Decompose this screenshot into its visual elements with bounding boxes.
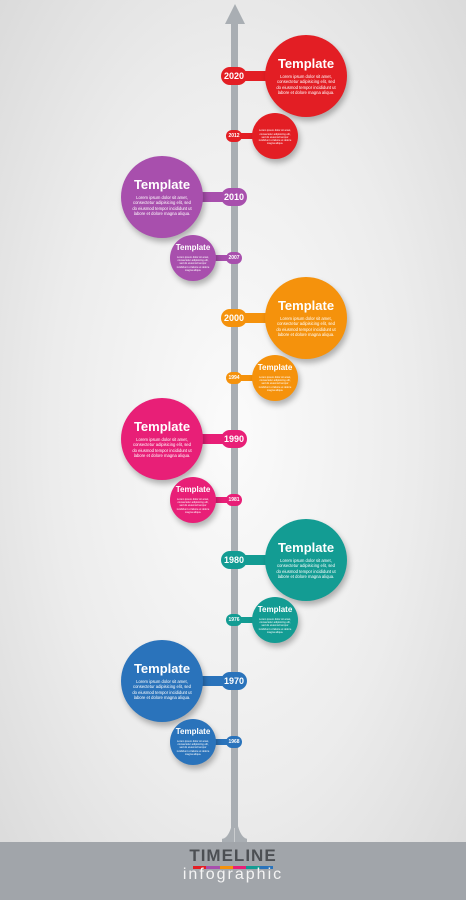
bubble-body-text: Lorem ipsum dolor sit amet, consectetur … — [132, 679, 192, 700]
year-pill: 2000 — [221, 309, 247, 327]
timeline-bubble: Lorem ipsum dolor sit amet, consectetur … — [252, 113, 298, 159]
year-pill: 2012 — [226, 130, 242, 142]
connector-stem — [234, 71, 269, 81]
footer-stripe-segment — [219, 866, 233, 869]
connector-stem — [199, 434, 234, 444]
bubble-title: Template — [133, 418, 191, 434]
timeline-spine — [231, 22, 238, 828]
bubble-title: Template — [277, 539, 335, 555]
bubble-title: Template — [277, 297, 335, 313]
bubble-body-text: Lorem ipsum dolor sit amet, consectetur … — [176, 497, 210, 514]
bubble-title: Template — [133, 660, 191, 676]
bubble-body-text: Lorem ipsum dolor sit amet, consectetur … — [132, 195, 192, 216]
footer-title: TIMELINE — [189, 846, 277, 865]
bubble-title: Template — [257, 605, 293, 615]
timeline-spine-base — [222, 812, 247, 842]
bubble-title: Template — [175, 485, 211, 495]
year-pill: 2020 — [221, 67, 247, 85]
timeline-arrow-head-icon — [225, 4, 245, 24]
bubble-title: Template — [133, 176, 191, 192]
footer-stripe-segment — [232, 866, 247, 869]
connector-stem — [212, 497, 234, 503]
year-pill: 1976 — [226, 614, 242, 626]
bubble-body-text: Lorem ipsum dolor sit amet, consectetur … — [276, 316, 336, 337]
footer-bar — [0, 842, 466, 900]
year-pill: 1970 — [221, 672, 247, 690]
footer-color-stripe — [193, 866, 273, 869]
bubble-body-text: Lorem ipsum dolor sit amet, consectetur … — [276, 74, 336, 95]
bubble-body-text: Lorem ipsum dolor sit amet, consectetur … — [132, 437, 192, 458]
bubble-title: Template — [175, 243, 211, 253]
bubble-title: Template — [257, 363, 293, 373]
bubble-title: Template — [175, 727, 211, 737]
connector-stem — [234, 555, 269, 565]
footer-stripe-segment — [206, 866, 220, 869]
footer-stripe-segment — [246, 866, 260, 869]
year-pill: 1980 — [221, 551, 247, 569]
connector-stem — [234, 375, 256, 381]
bubble-title: Template — [277, 55, 335, 71]
connector-stem — [199, 676, 234, 686]
bubble-body-text: Lorem ipsum dolor sit amet, consectetur … — [258, 375, 292, 392]
year-pill: 2007 — [226, 252, 242, 264]
bubble-body-text: Lorem ipsum dolor sit amet, consectetur … — [258, 129, 292, 146]
bubble-body-text: Lorem ipsum dolor sit amet, consectetur … — [276, 558, 336, 579]
footer-stripe-segment — [259, 866, 273, 869]
bubble-body-text: Lorem ipsum dolor sit amet, consectetur … — [176, 255, 210, 272]
connector-stem — [234, 313, 269, 323]
connector-stem — [212, 739, 234, 745]
bubble-body-text: Lorem ipsum dolor sit amet, consectetur … — [258, 617, 292, 634]
connector-stem — [199, 192, 234, 202]
year-pill: 1968 — [226, 736, 242, 748]
year-pill: 1994 — [226, 372, 242, 384]
year-pill: 2010 — [221, 188, 247, 206]
footer-subtitle: infographic — [182, 866, 284, 883]
connector-stem — [212, 255, 234, 261]
connector-stem — [234, 617, 256, 623]
year-pill: 1981 — [226, 494, 242, 506]
bubble-body-text: Lorem ipsum dolor sit amet, consectetur … — [176, 739, 210, 756]
footer-stripe-segment — [193, 866, 207, 869]
year-pill: 1990 — [221, 430, 247, 448]
connector-stem — [234, 133, 256, 139]
